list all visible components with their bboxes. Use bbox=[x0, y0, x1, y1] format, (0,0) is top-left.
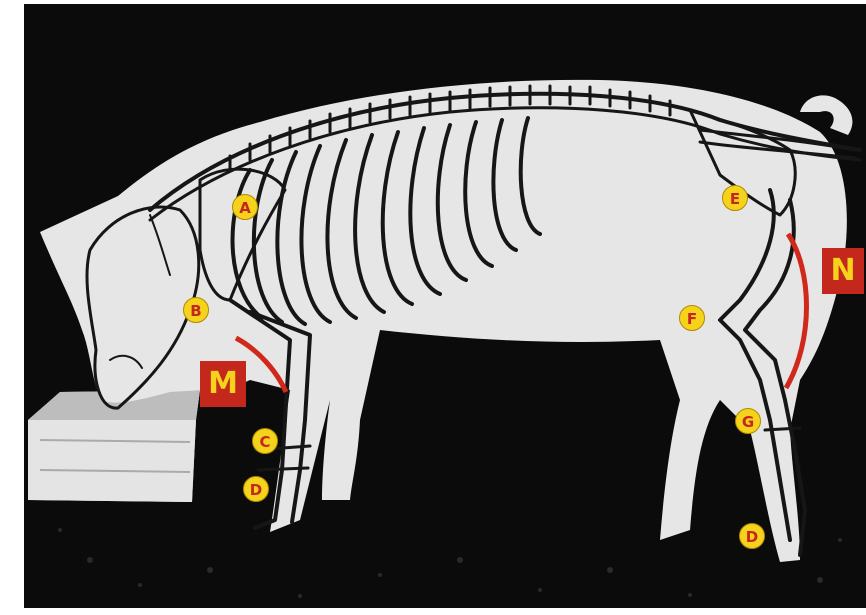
region-tag-m: M bbox=[200, 361, 246, 407]
marker-c: C bbox=[252, 428, 278, 454]
marker-d-hind: D bbox=[739, 523, 765, 549]
marker-e: E bbox=[722, 185, 748, 211]
marker-a: A bbox=[232, 194, 258, 220]
marker-g: G bbox=[735, 408, 761, 434]
marker-b: B bbox=[183, 297, 209, 323]
marker-f: F bbox=[679, 305, 705, 331]
region-tag-n: N bbox=[822, 248, 864, 294]
marker-d-front: D bbox=[243, 476, 269, 502]
